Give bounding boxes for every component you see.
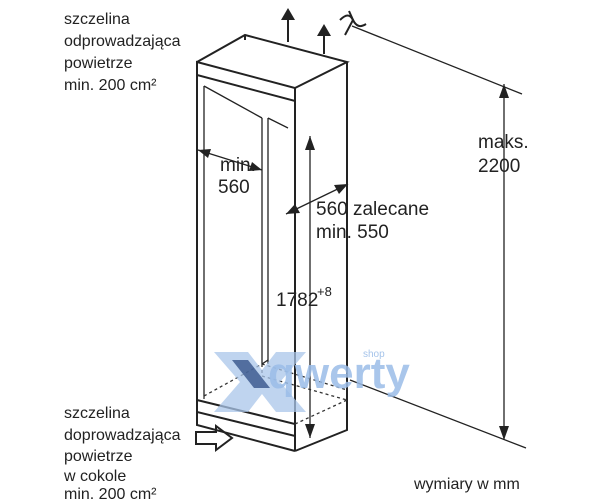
air-outlet-arrows — [281, 8, 367, 54]
inner-width-dimension — [197, 149, 263, 171]
svg-text:doprowadzająca: doprowadzająca — [64, 427, 181, 444]
depth-dimension — [285, 183, 349, 215]
svg-text:min. 200 cm²: min. 200 cm² — [64, 77, 157, 94]
watermark-badge: shop — [363, 349, 385, 360]
inner-width-label: min. 560 — [218, 155, 256, 198]
max-height-label: maks. 2200 — [478, 132, 529, 177]
height-label: 1782 +8 — [276, 284, 332, 311]
qwerty-watermark: qwerty shop — [214, 349, 410, 412]
svg-text:min. 550: min. 550 — [316, 222, 389, 243]
top-vent-label: szczelina odprowadzająca powietrze min. … — [64, 11, 181, 94]
svg-text:min. 200 cm²: min. 200 cm² — [64, 486, 157, 500]
svg-text:min.: min. — [220, 155, 256, 176]
height-main: 1782 — [276, 290, 318, 311]
niche-height-dimension — [305, 136, 315, 438]
svg-text:szczelina: szczelina — [64, 405, 130, 422]
svg-text:w cokole: w cokole — [63, 468, 126, 485]
svg-text:powietrze: powietrze — [64, 55, 133, 72]
height-tolerance: +8 — [317, 284, 332, 299]
svg-text:powietrze: powietrze — [64, 448, 133, 465]
watermark-text: qwerty — [268, 349, 410, 398]
svg-text:szczelina: szczelina — [64, 11, 130, 28]
svg-text:560: 560 — [218, 177, 250, 198]
svg-text:2200: 2200 — [478, 156, 520, 177]
svg-text:odprowadzająca: odprowadzająca — [64, 33, 181, 50]
svg-text:560 zalecane: 560 zalecane — [316, 199, 429, 220]
air-inlet-arrow — [195, 424, 234, 452]
svg-text:maks.: maks. — [478, 132, 529, 153]
units-note: wymiary w mm — [413, 476, 520, 493]
max-height-dimension — [349, 25, 527, 449]
depth-label: 560 zalecane min. 550 — [316, 199, 429, 243]
bottom-vent-label: szczelina doprowadzająca powietrze w cok… — [63, 405, 181, 500]
